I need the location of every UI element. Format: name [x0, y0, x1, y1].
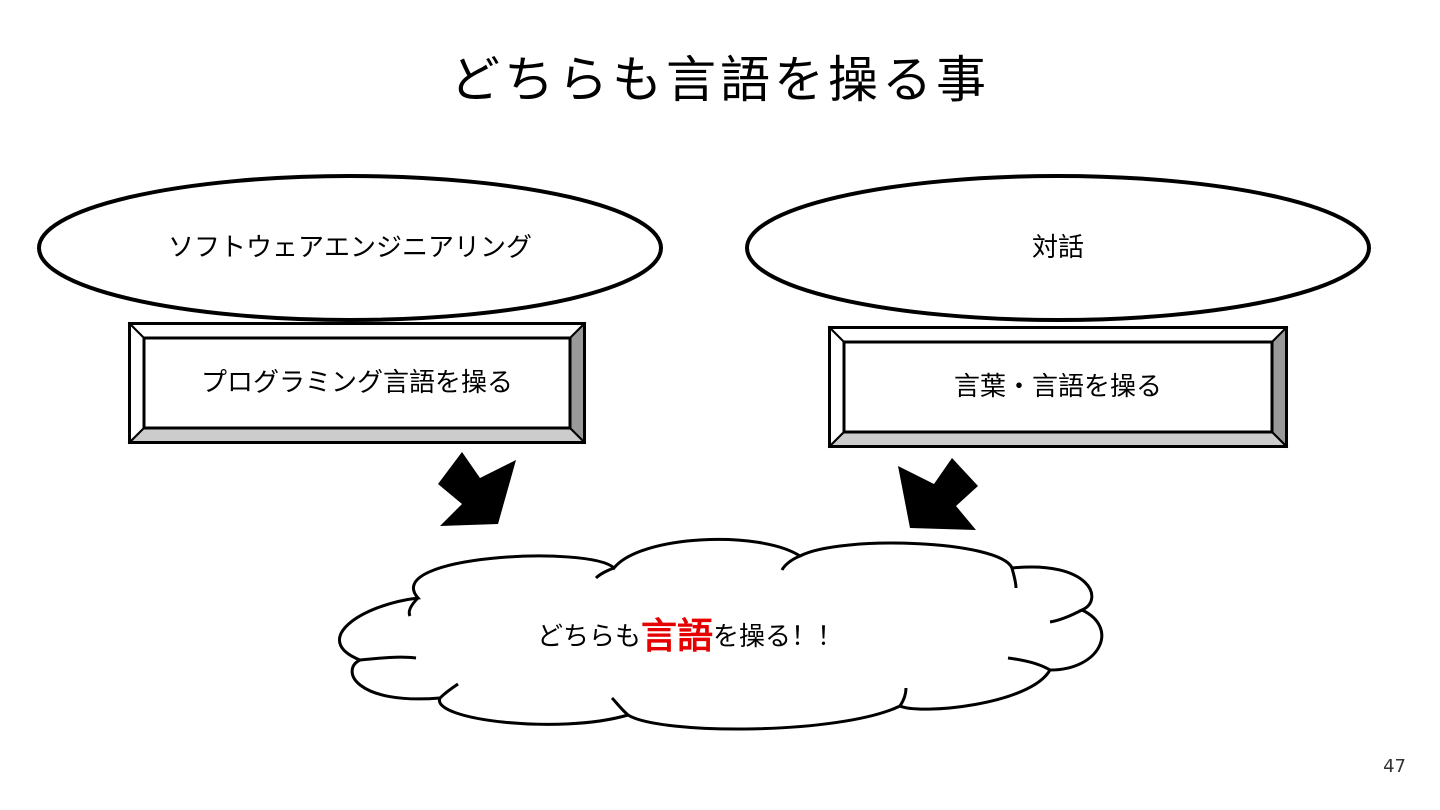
left-ellipse — [37, 174, 663, 322]
conclusion-prefix: どちらも — [536, 622, 641, 652]
left-bevel-box — [127, 321, 587, 445]
right-bevel-box — [827, 325, 1289, 449]
right-ellipse — [745, 174, 1371, 322]
slide-title: どちらも言語を操る事 — [450, 51, 990, 109]
left-box-label: プログラミング言語を操る — [200, 368, 513, 398]
cloud-shape — [338, 537, 1104, 731]
right-box-label: 言葉・言語を操る — [953, 372, 1162, 402]
conclusion-text: どちらも言語を操る！！ — [440, 615, 940, 659]
left-ellipse-label: ソフトウェアエンジニアリング — [167, 233, 532, 263]
left-arrow-icon — [438, 452, 516, 526]
right-arrow-icon — [898, 458, 978, 530]
conclusion-suffix: を操る！！ — [713, 622, 844, 652]
conclusion-emphasis: 言語 — [640, 616, 713, 657]
page-number: 47 — [1383, 756, 1406, 777]
right-ellipse-label: 対話 — [1031, 233, 1084, 263]
